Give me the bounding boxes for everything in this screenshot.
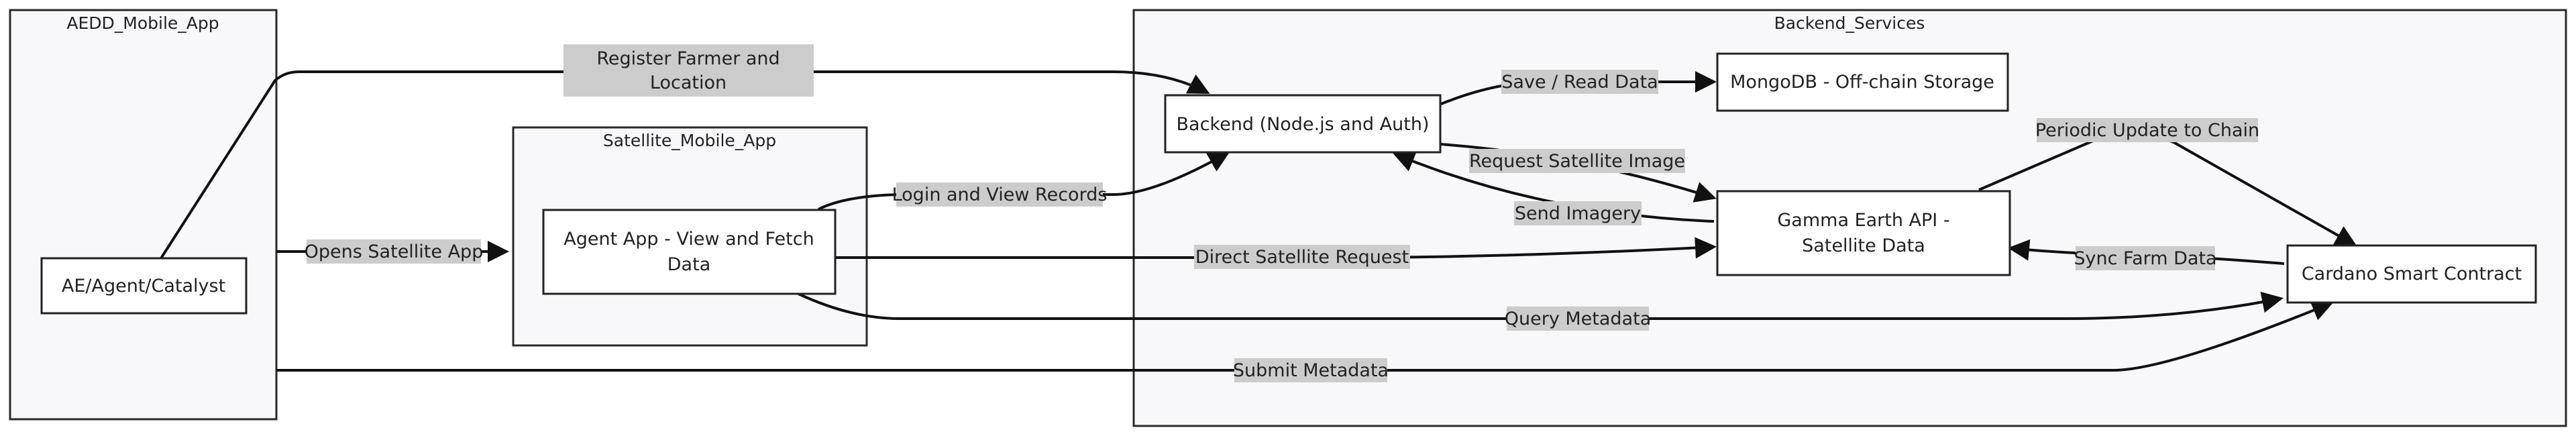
edge-label-direct-text: Direct Satellite Request [1195,247,1409,268]
cluster-aedd-mobile-app: AEDD_Mobile_App [9,9,278,421]
node-label-gamma-line2: Satellite Data [1802,235,1925,256]
node-backend-nodejs-auth[interactable]: Backend (Node.js and Auth) [1164,94,1442,154]
node-gamma-earth-api[interactable]: Gamma Earth API - Satellite Data [1716,190,2011,276]
edge-label-periodic: Periodic Update to Chain [2035,118,2259,142]
edge-label-request-image-text: Request Satellite Image [1469,151,1685,172]
edge-label-register-line2: Location [650,72,727,93]
edge-label-send-imagery-text: Send Imagery [1515,203,1641,224]
node-label-mongodb: MongoDB - Off-chain Storage [1730,72,1994,93]
edge-label-query: Query Metadata [1505,307,1652,331]
edge-label-sync-text: Sync Farm Data [2074,248,2216,269]
node-label-gamma-line1: Gamma Earth API - [1777,210,1949,231]
edge-label-direct: Direct Satellite Request [1194,245,1410,269]
edge-label-register: Register Farmer and Location [564,44,814,97]
node-label-cardano: Cardano Smart Contract [2302,264,2522,284]
edge-label-send-imagery: Send Imagery [1514,201,1642,225]
node-label-agent-app-line2: Data [667,254,710,275]
edge-label-save-read-text: Save / Read Data [1501,72,1658,93]
edge-label-register-line1: Register Farmer and [596,48,780,69]
cluster-title-satellite: Satellite_Mobile_App [603,131,776,150]
node-label-agent-app-line1: Agent App - View and Fetch [564,229,814,250]
edge-label-submit: Submit Metadata [1233,358,1389,382]
cluster-title-aedd: AEDD_Mobile_App [66,13,219,33]
edge-login-view-records [818,152,1230,211]
edge-send-imagery [1393,151,1715,223]
edge-label-query-text: Query Metadata [1505,309,1652,329]
edge-label-login-text: Login and View Records [892,184,1108,205]
edge-label-save-read: Save / Read Data [1501,70,1658,94]
edge-label-submit-text: Submit Metadata [1233,360,1389,381]
edge-submit-metadata [276,300,2334,372]
edge-label-login: Login and View Records [892,182,1108,207]
node-label-backend: Backend (Node.js and Auth) [1177,114,1430,135]
edge-label-sync: Sync Farm Data [2074,246,2217,270]
node-label-ae-agent: AE/Agent/Catalyst [62,276,225,296]
cluster-title-backend: Backend_Services [1774,13,1925,33]
edge-register-farmer [160,70,1210,260]
node-ae-agent-catalyst[interactable]: AE/Agent/Catalyst [40,257,248,315]
node-cardano-smart-contract[interactable]: Cardano Smart Contract [2286,244,2537,304]
node-mongodb-storage[interactable]: MongoDB - Off-chain Storage [1716,52,2009,112]
edge-label-request-image: Request Satellite Image [1469,149,1685,173]
node-agent-app[interactable]: Agent App - View and Fetch Data [542,209,837,295]
edge-label-opens-text: Opens Satellite App [305,241,484,262]
edge-label-opens: Opens Satellite App [305,239,484,264]
edge-label-periodic-text: Periodic Update to Chain [2035,120,2259,141]
edge-query-metadata [798,291,2284,320]
